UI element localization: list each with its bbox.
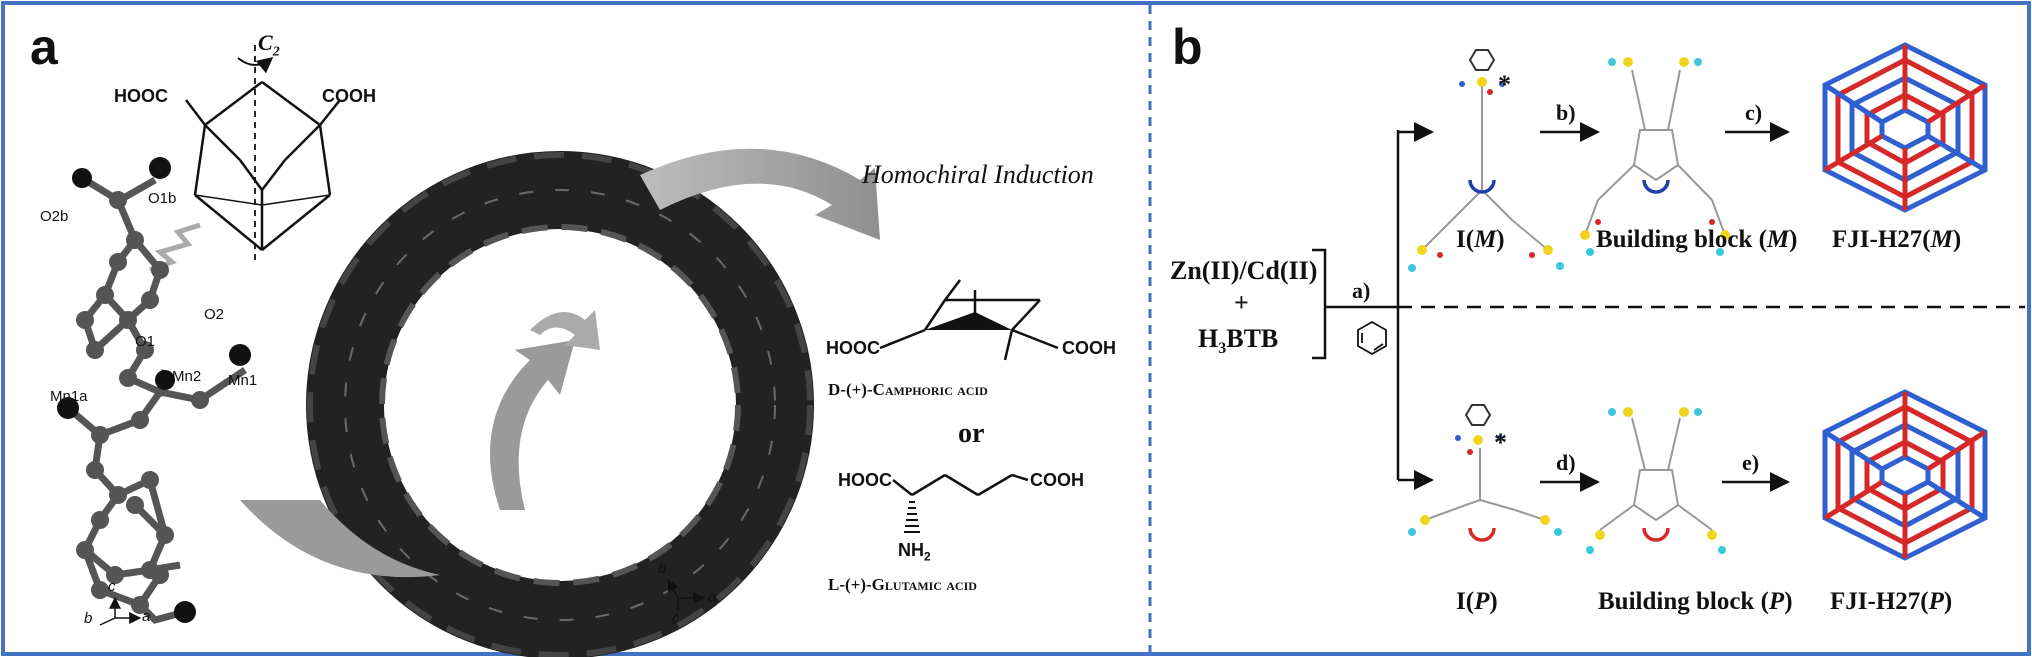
ball-and-stick-chain (65, 175, 247, 624)
adamantane-structure (185, 80, 341, 251)
step-c-label: c) (1745, 100, 1763, 125)
rotation-arrow-icon (237, 56, 274, 74)
metal-atoms (57, 157, 251, 623)
step-d-label: d) (1556, 450, 1576, 475)
molecule-i-p-atoms (1408, 435, 1562, 536)
glutamic-acid-name: L-(+)-Glutamic acid (828, 575, 977, 594)
axis-left-a: a (142, 608, 151, 625)
building-block-m (1584, 69, 1726, 236)
atom-label-mn2: Mn2 (172, 368, 202, 385)
framework-ring (306, 151, 814, 657)
pyridine-icon (1357, 320, 1387, 356)
step-e-label: e) (1742, 450, 1760, 475)
molecule-i-m-atoms (1408, 77, 1564, 272)
fji-h27-p-framework (1822, 389, 1988, 561)
homochiral-induction-text: Homochiral Induction (862, 160, 1094, 189)
fji-h27-m-framework (1822, 42, 1988, 213)
molecule-i-m (1421, 49, 1549, 251)
camphoric-acid-name: D-(+)-Camphoric acid (828, 380, 988, 399)
camphoric-right-group: COOH (1062, 338, 1116, 358)
panel-b-letter: b (1172, 19, 1203, 75)
camphoric-left-group: HOOC (826, 338, 880, 358)
axis-center-c: c (672, 610, 680, 627)
label-fji-h27-m: FJI-H27(M) (1832, 226, 1962, 253)
axis-left-c: c (108, 578, 116, 595)
step-a-label: a) (1352, 278, 1371, 303)
label-i-p: I(P) (1456, 588, 1498, 615)
axis-left-b: b (84, 610, 93, 627)
atom-label-o1: O1 (135, 333, 156, 350)
molecule-i-p (1424, 404, 1546, 521)
label-building-block-p: Building block (P) (1598, 588, 1793, 615)
panel-a-letter: a (30, 19, 58, 75)
rotation-bb-m-icon (1642, 179, 1670, 194)
reagent-line-3: H3BTB (1198, 324, 1279, 358)
reagent-plus: + (1234, 288, 1249, 317)
rotation-m-icon (1468, 179, 1496, 194)
building-block-m-atoms (1580, 57, 1730, 256)
rotation-arrow-inner (490, 340, 575, 510)
step-b-label: b) (1556, 100, 1576, 125)
building-block-p (1599, 417, 1713, 531)
axis-center-b: b (658, 560, 667, 577)
axes-center (667, 578, 706, 610)
lightning-icon (149, 222, 201, 273)
rotation-arrow-inner-right (530, 310, 600, 350)
atom-label-mn1: Mn1 (228, 372, 258, 389)
glutamic-hash-bond (904, 501, 920, 533)
glutamic-nh2: NH2 (898, 540, 931, 564)
glutamic-acid-structure (892, 473, 1029, 497)
rotation-p-icon (1468, 527, 1496, 542)
atom-label-o2b: O2b (40, 208, 69, 225)
label-fji-h27-p: FJI-H27(P) (1830, 588, 1953, 615)
building-block-p-atoms (1586, 407, 1726, 554)
rotation-bb-p-icon (1642, 527, 1670, 542)
label-building-block-m: Building block (M) (1596, 226, 1798, 253)
camphoric-wedge (925, 312, 1012, 330)
label-i-m: I(M) (1456, 226, 1505, 253)
reagent-bracket (1312, 248, 1327, 360)
axis-center-a: a (708, 588, 717, 605)
glutamic-left-group: HOOC (838, 470, 892, 490)
axes-left (99, 596, 142, 626)
reagent-line-1: Zn(II)/Cd(II) (1170, 256, 1318, 285)
atom-label-o2: O2 (204, 306, 225, 323)
chiral-star-bottom: * (1494, 428, 1507, 457)
chiral-star-top: * (1498, 70, 1511, 99)
atom-label-mn1a: Mn1a (50, 388, 88, 405)
chain-atoms (76, 191, 209, 614)
adamantane-left-group: HOOC (114, 86, 168, 106)
glutamic-right-group: COOH (1030, 470, 1084, 490)
c2-axis-label: C2 (258, 30, 280, 60)
rotation-arrow-bottom (240, 500, 440, 578)
or-text: or (958, 418, 985, 449)
homochiral-arrow-top (640, 148, 880, 240)
adamantane-right-group: COOH (322, 86, 376, 106)
atom-label-o1b: O1b (148, 190, 177, 207)
